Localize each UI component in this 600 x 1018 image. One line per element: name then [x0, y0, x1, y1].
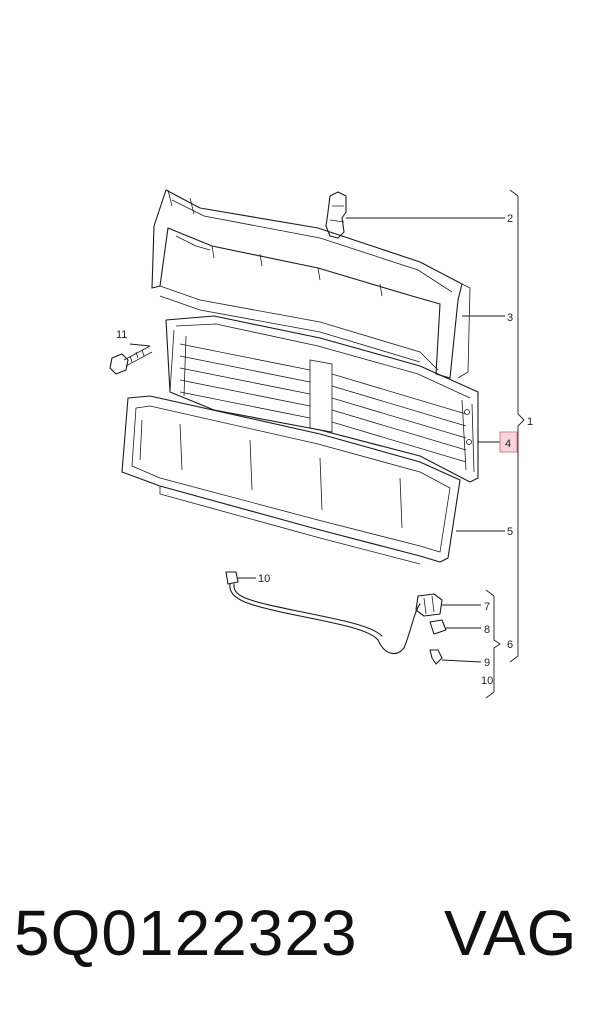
- callout-3: 3: [507, 312, 513, 324]
- air-shutter-louvre-part: [165, 315, 479, 483]
- lower-frame-part: [121, 395, 461, 565]
- callout-5: 5: [507, 526, 513, 538]
- callout-10-connector: 10: [258, 573, 270, 585]
- clip-part: [325, 191, 347, 239]
- callout-6: 6: [507, 639, 513, 651]
- wiring-harness-part: [225, 571, 447, 665]
- callout-8: 8: [484, 624, 490, 636]
- upper-frame-part: [151, 189, 471, 379]
- brand-label: VAG: [444, 897, 578, 969]
- callout-10-group: 10: [481, 675, 493, 687]
- callout-9: 9: [484, 657, 490, 669]
- bolt-part: [109, 345, 153, 375]
- callout-11: 11: [116, 329, 127, 341]
- leader-lines: [129, 189, 525, 699]
- callout-7: 7: [484, 601, 490, 613]
- part-number: 5Q0122323: [14, 897, 358, 969]
- callout-1: 1: [527, 416, 533, 428]
- callout-4-highlight: [499, 431, 518, 453]
- callout-2: 2: [507, 213, 513, 225]
- callout-4: 4: [505, 438, 511, 450]
